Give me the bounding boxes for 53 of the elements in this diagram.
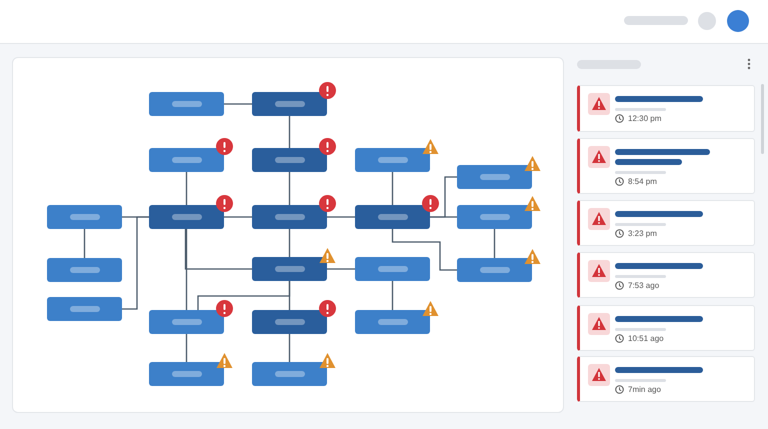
connector-line [186, 172, 188, 205]
process-box [252, 205, 327, 229]
timestamp: 12:30 pm [628, 114, 662, 124]
process-box [252, 148, 327, 172]
alert-card [577, 200, 755, 246]
connector-line [84, 229, 86, 258]
connector-line [224, 216, 252, 218]
connector-line [288, 334, 290, 362]
process-box [149, 362, 224, 386]
connector-line [184, 229, 252, 270]
process-box [355, 310, 430, 334]
connector-line [288, 229, 290, 257]
timestamp: 10:51 ago [628, 334, 664, 344]
process-box [252, 257, 327, 281]
alert-card [577, 85, 755, 132]
process-box [47, 258, 122, 282]
process-box [252, 310, 327, 334]
alert-card [577, 138, 755, 194]
process-box [355, 257, 430, 281]
connector-line [494, 229, 496, 258]
process-box [47, 205, 122, 229]
alert-card [577, 252, 755, 298]
connector-line [327, 216, 355, 218]
process-box [47, 297, 122, 321]
connector-line [288, 172, 290, 205]
connector-line [224, 103, 252, 105]
process-box [252, 92, 327, 116]
connector-line [327, 268, 355, 270]
connector-line [197, 281, 290, 310]
process-box [252, 362, 327, 386]
process-box [457, 258, 532, 282]
timestamp: 8:54 pm [628, 176, 657, 186]
connector-line [122, 216, 149, 310]
connector-line [392, 281, 394, 310]
process-box [149, 310, 224, 334]
process-box [457, 205, 532, 229]
process-box [457, 165, 532, 189]
connector-line [186, 334, 188, 362]
process-box [355, 148, 430, 172]
alert-card [577, 305, 755, 351]
connector-line [288, 116, 290, 148]
connector-line [186, 229, 188, 310]
process-box [355, 205, 430, 229]
connector-line [430, 216, 457, 218]
timestamp: 7min ago [628, 384, 661, 394]
process-box [149, 205, 224, 229]
process-box [149, 148, 224, 172]
timestamp: 3:23 pm [628, 228, 657, 238]
alert-card [577, 356, 755, 402]
connector-line [392, 229, 457, 271]
timestamp: 7:53 ago [628, 280, 660, 290]
process-box [149, 92, 224, 116]
connector-line [392, 172, 394, 205]
